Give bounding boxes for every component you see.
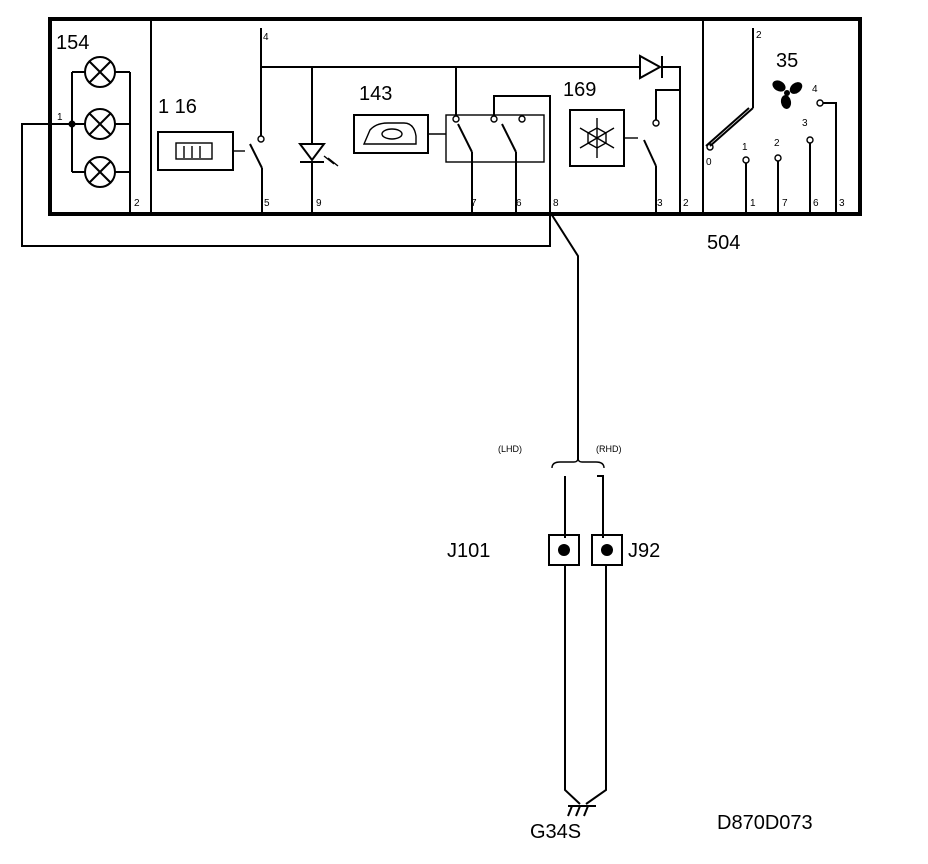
label-j101: J101 — [447, 540, 490, 562]
lamp-icon — [84, 108, 116, 140]
module-frame — [48, 17, 862, 216]
lamp-icon — [84, 56, 116, 88]
pin-label: 5 — [264, 198, 270, 209]
connector-j92 — [591, 534, 623, 566]
label-504: 504 — [707, 232, 740, 254]
label-j92: J92 — [628, 540, 660, 562]
label-35: 35 — [776, 50, 798, 72]
pin-label: 8 — [553, 198, 559, 209]
led-indicator — [298, 67, 339, 212]
drawing-id: D870D073 — [717, 812, 813, 834]
pin-label: 7 — [782, 198, 788, 209]
label-ground: G34S — [530, 821, 581, 843]
pin-label: 3 — [802, 118, 808, 129]
pin-label: 6 — [516, 198, 522, 209]
pin-label: 6 — [813, 198, 819, 209]
fan-switch — [705, 28, 837, 212]
pin-label: 2 — [756, 30, 762, 41]
pin-label: 2 — [134, 198, 140, 209]
pin-label: 4 — [812, 84, 818, 95]
switch-contact — [249, 143, 263, 169]
diode-icon — [639, 54, 663, 80]
rhd-wire — [597, 475, 604, 538]
ground-feed-wire — [549, 211, 579, 460]
label-rhd: (RHD) — [596, 444, 622, 454]
label-143: 143 — [359, 83, 392, 105]
ac-switch — [353, 67, 551, 212]
recirc-switch — [569, 89, 680, 212]
lamp-icon — [84, 156, 116, 188]
fan-icon — [772, 80, 803, 109]
rear-defrost — [157, 67, 265, 212]
variant-brace — [551, 457, 605, 469]
fan-selector-arm — [709, 107, 754, 147]
pin-label: 2 — [683, 198, 689, 209]
lamp-feedback-wire — [21, 123, 551, 247]
pin-label: 3 — [839, 198, 845, 209]
pin-label: 2 — [774, 138, 780, 149]
pin-label: 1 — [750, 198, 756, 209]
snowflake-icon — [579, 118, 615, 158]
rhd-ground-wire — [585, 565, 607, 805]
vehicle-icon — [362, 122, 417, 145]
label-154: 154 — [56, 32, 89, 54]
pin-label: 1 — [57, 112, 63, 123]
label-lhd: (LHD) — [498, 444, 522, 454]
top-bus — [260, 28, 681, 212]
pin-label: 0 — [706, 157, 712, 168]
pin-label: 3 — [657, 198, 663, 209]
label-169: 169 — [563, 79, 596, 101]
heater-icon — [175, 142, 213, 160]
pin-label: 4 — [263, 32, 269, 43]
led-icon — [298, 143, 326, 162]
label-116: 1 16 — [158, 96, 197, 118]
pin-label: 7 — [471, 198, 477, 209]
pin-label: 9 — [316, 198, 322, 209]
pin-label: 1 — [742, 142, 748, 153]
lamp-group — [68, 56, 131, 212]
connector-j101 — [548, 534, 580, 566]
ground-icon — [567, 805, 596, 817]
lhd-ground-wire — [564, 565, 581, 805]
